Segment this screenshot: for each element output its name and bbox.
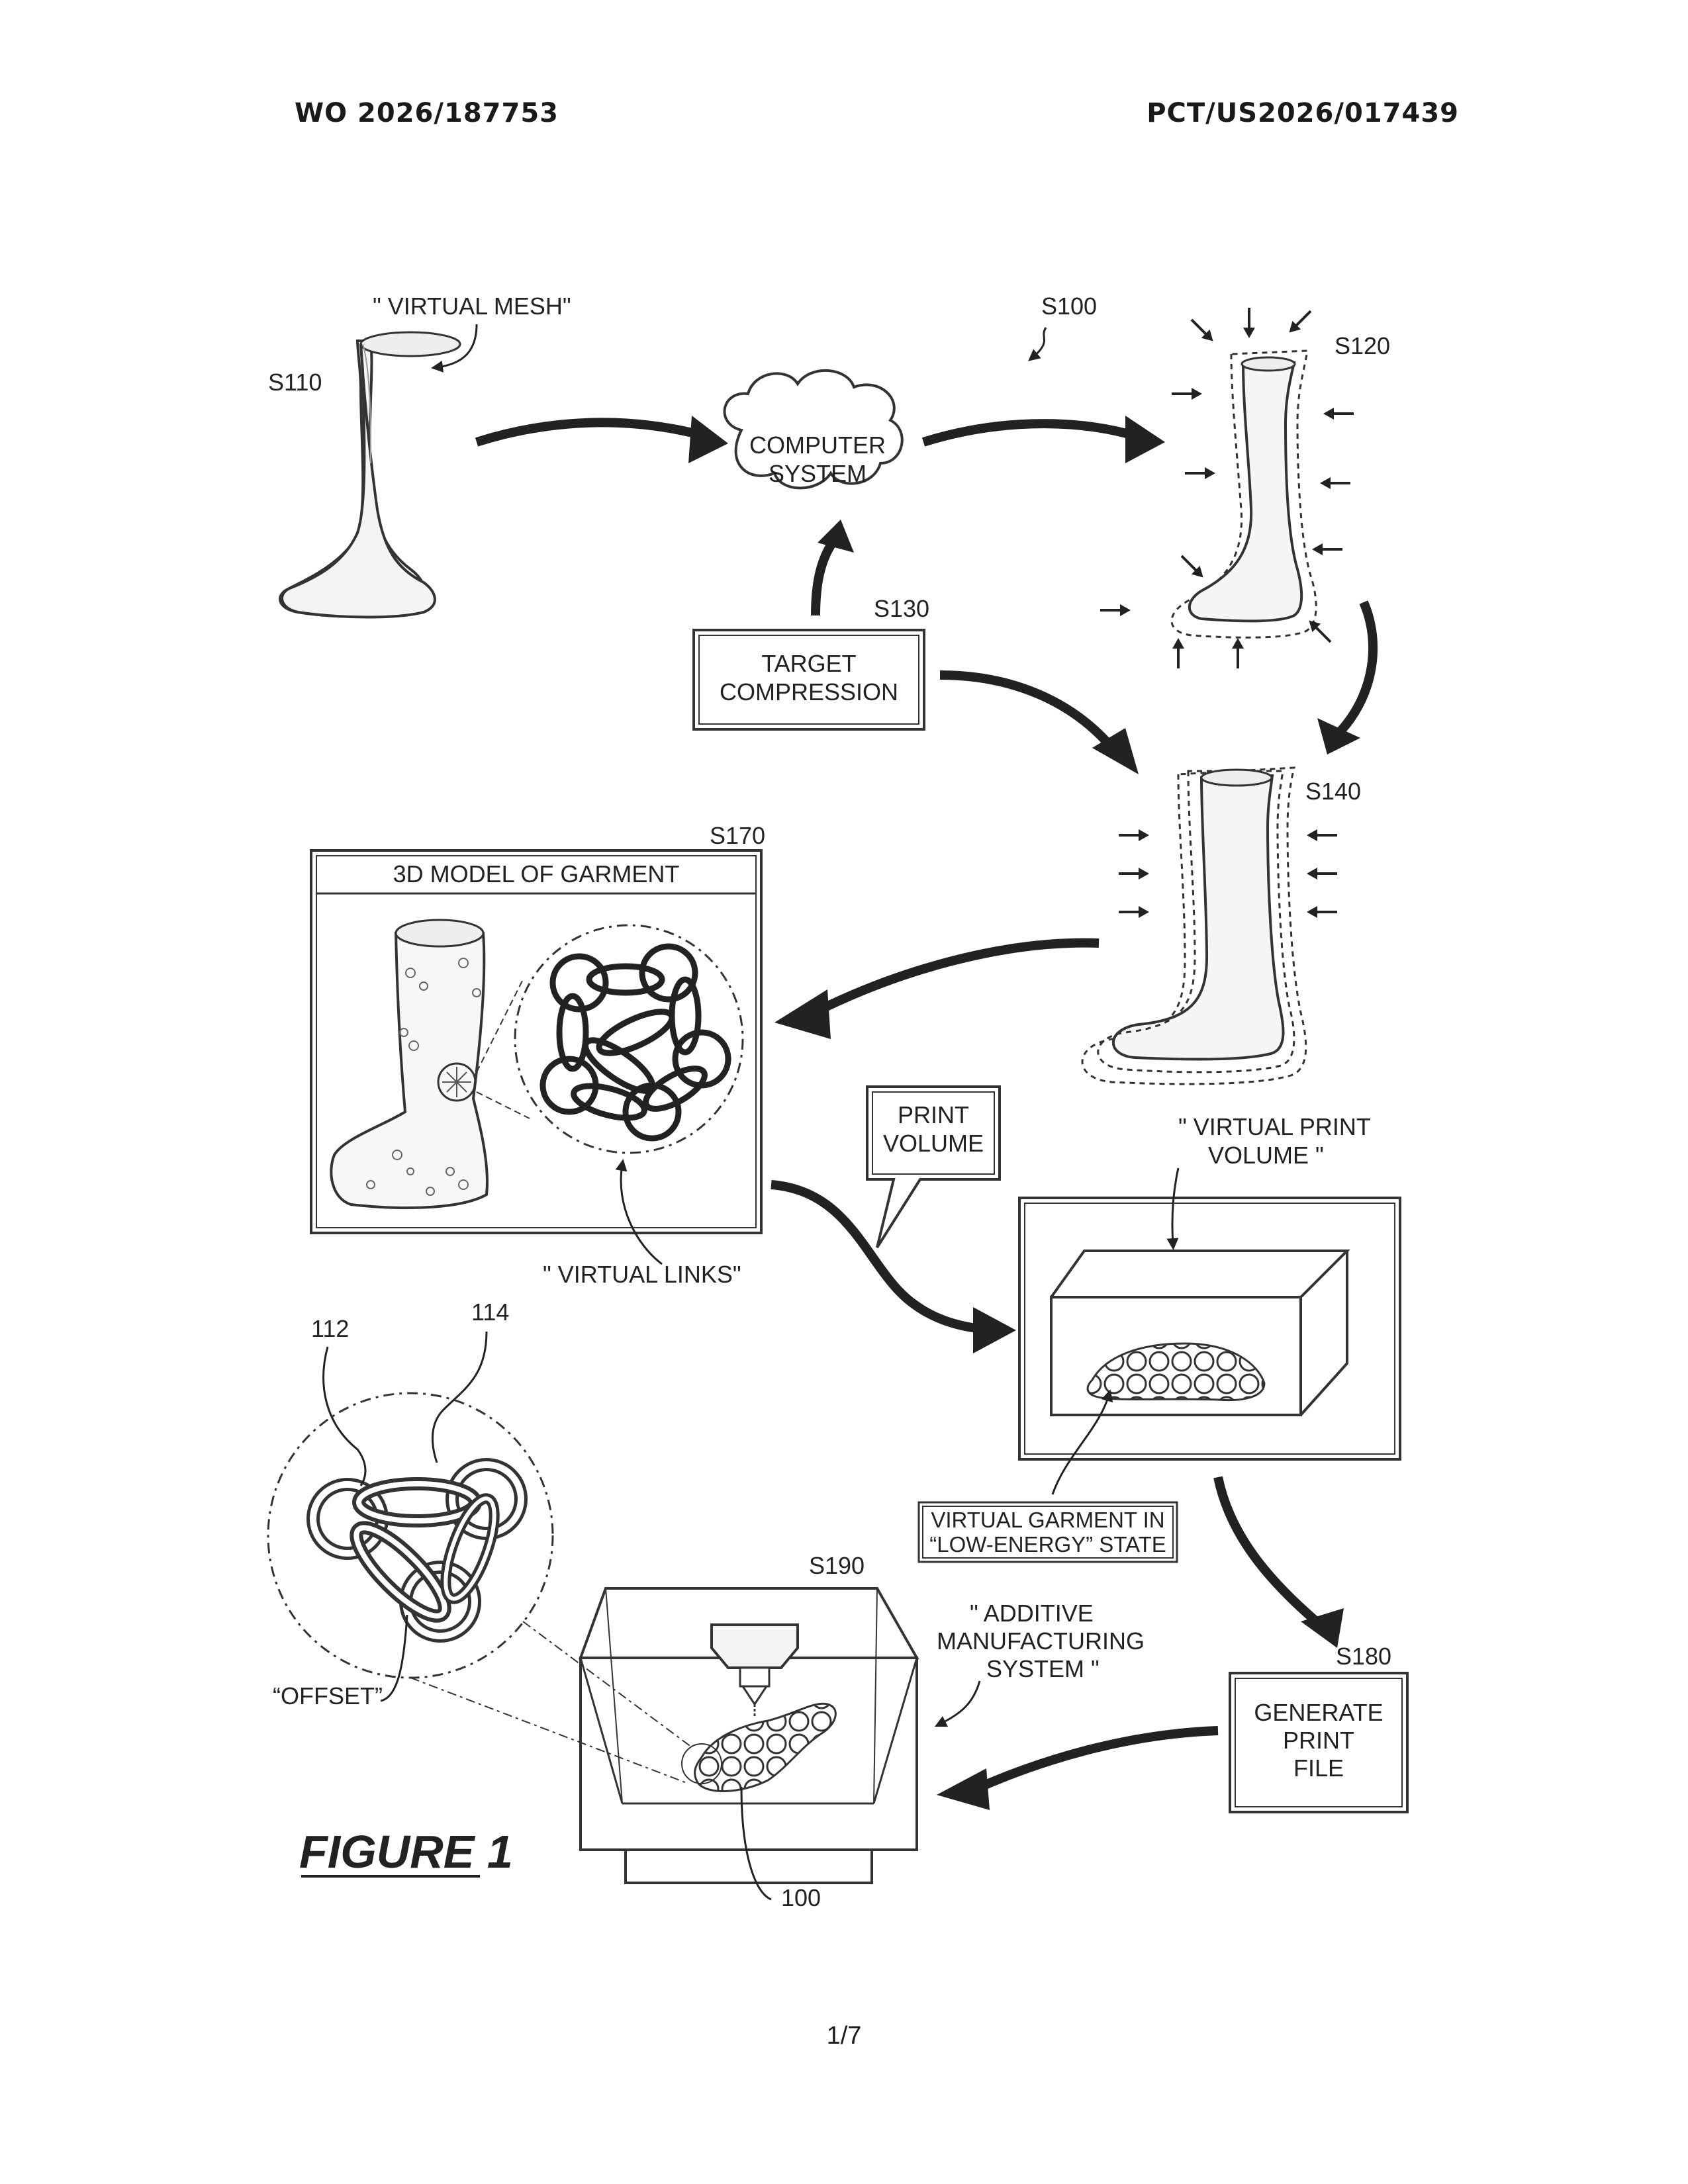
page-number: 1/7 [0, 2022, 1688, 2050]
link-ref-112: 112 [311, 1315, 349, 1342]
target-compression-line1: TARGET [761, 650, 856, 677]
generate-line3: FILE [1293, 1754, 1344, 1782]
generate-line2: PRINT [1283, 1727, 1354, 1754]
target-compression-line2: COMPRESSION [720, 678, 898, 705]
print-volume-line1: PRINT [898, 1101, 969, 1128]
arrow-target-to-computer [816, 536, 837, 615]
low-energy-line2: “LOW-ENERGY” STATE [929, 1532, 1166, 1557]
s110-ref: S110 [268, 369, 322, 396]
s130-ref: S130 [874, 595, 929, 622]
arrow-print-file-to-printer [973, 1731, 1218, 1790]
virtual-mesh-callout: " VIRTUAL MESH" [373, 293, 571, 320]
arrow-computer-to-s120 [923, 424, 1139, 442]
arrow-volume-to-print-file [1218, 1477, 1324, 1628]
arrow-s120-to-s140 [1337, 602, 1373, 735]
s190-ref: S190 [809, 1552, 865, 1579]
s170-ref: S170 [710, 822, 765, 849]
offset-label: “OFFSET” [273, 1682, 383, 1709]
method-ref: S100 [1041, 293, 1097, 320]
virtual-print-volume-window [1019, 1198, 1400, 1459]
figure-title: FIGURE 1 [299, 1826, 513, 1878]
s140-leg-compression [1082, 768, 1306, 1084]
virtual-print-volume-line1: " VIRTUAL PRINT [1178, 1113, 1371, 1140]
virtual-links-callout: " VIRTUAL LINKS" [543, 1261, 741, 1288]
virtual-print-volume-line2: VOLUME " [1208, 1142, 1324, 1169]
s180-ref: S180 [1336, 1643, 1391, 1670]
additive-line1: " ADDITIVE [970, 1600, 1094, 1627]
additive-manufacturing-printer [581, 1588, 917, 1883]
computer-label-2: SYSTEM [769, 460, 867, 487]
low-energy-line1: VIRTUAL GARMENT IN [931, 1508, 1164, 1532]
garment-model-title: 3D MODEL OF GARMENT [393, 860, 680, 887]
additive-line3: SYSTEM " [986, 1655, 1100, 1682]
print-volume-line2: VOLUME [883, 1130, 984, 1157]
arrow-target-to-s140 [940, 675, 1112, 748]
arrow-mesh-to-computer [477, 422, 708, 442]
s140-ref: S140 [1305, 778, 1361, 805]
garment-ref: 100 [781, 1884, 821, 1911]
generate-line1: GENERATE [1254, 1699, 1383, 1726]
arrow-s140-to-model [814, 943, 1099, 1013]
additive-line2: MANUFACTURING [937, 1627, 1145, 1655]
s120-ref: S120 [1335, 332, 1390, 359]
computer-label-1: COMPUTER [749, 432, 886, 459]
link-ref-114: 114 [471, 1298, 509, 1326]
